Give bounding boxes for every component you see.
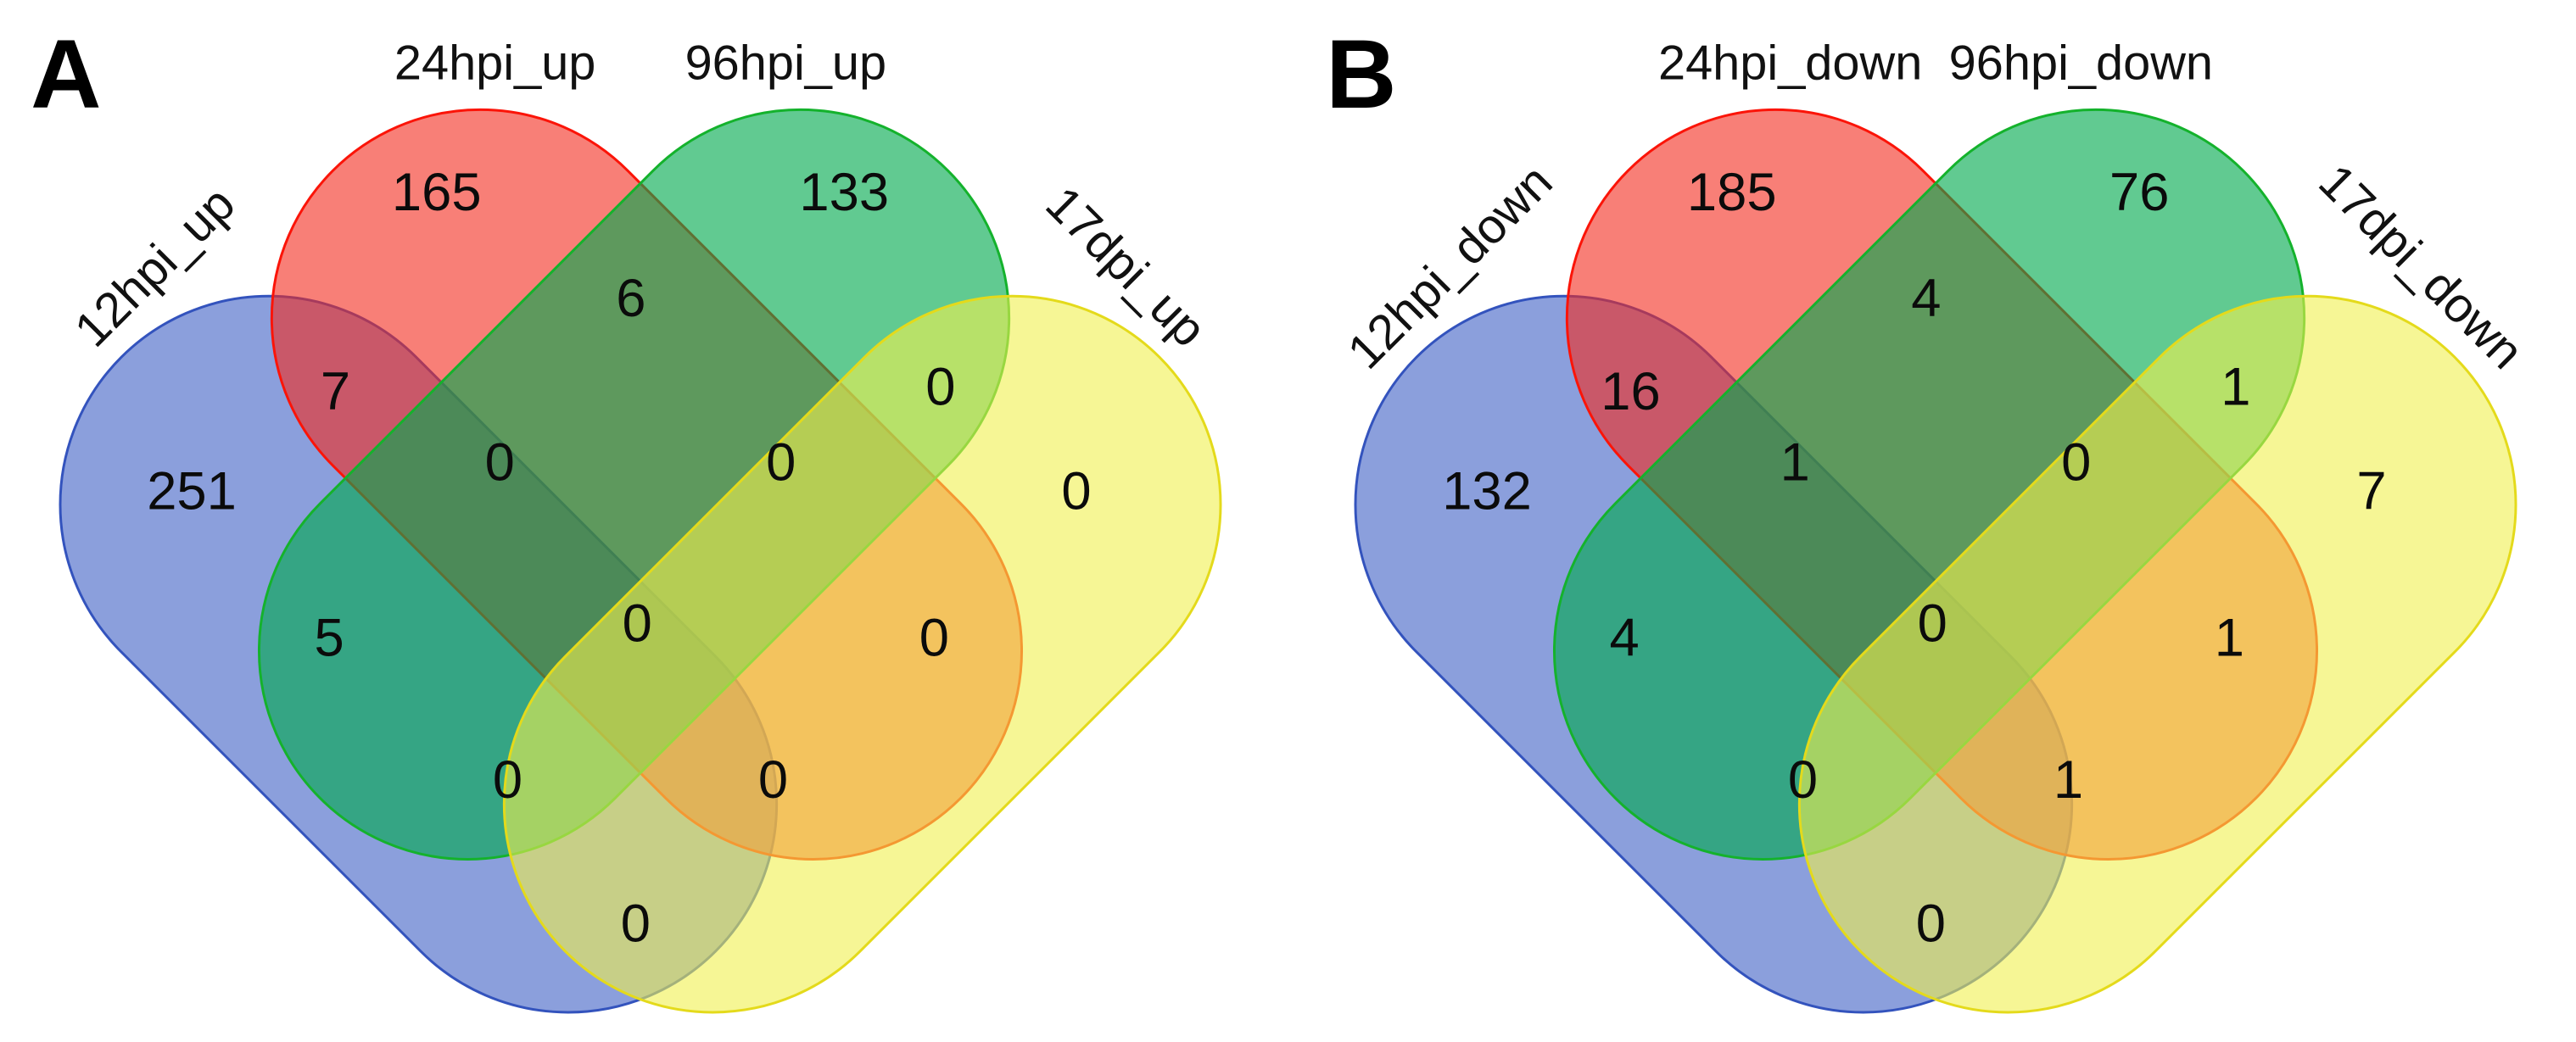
count-24-96-17: 0 [2061, 433, 2091, 493]
count-17dpi-only: 0 [1061, 461, 1091, 521]
panel-a: A 12hpi_up 24hpi_up 96hpi_up 17dpi_up 25… [8, 7, 1272, 1041]
count-12hpi-only: 132 [1442, 461, 1532, 521]
count-12-24-96: 1 [1780, 433, 1810, 493]
panel-letter: B [1326, 20, 1396, 129]
count-12-96: 5 [314, 608, 344, 667]
count-12-24: 7 [321, 362, 350, 421]
count-12-96-17: 0 [493, 750, 522, 810]
count-12-24-17: 0 [758, 750, 788, 810]
count-12-96-17: 0 [1788, 750, 1818, 810]
venn-shape-17dpi-up [502, 294, 1222, 1014]
set-label-96hpi-down: 96hpi_down [1949, 36, 2213, 91]
count-17dpi-only: 7 [2356, 461, 2386, 521]
panel-b: B 12hpi_down 24hpi_down 96hpi_down 17dpi… [1304, 7, 2568, 1041]
count-all-four: 0 [1918, 594, 1947, 654]
set-label-96hpi-up: 96hpi_up [685, 36, 887, 91]
count-24-17: 0 [919, 608, 949, 667]
count-12-24-17: 1 [2054, 750, 2083, 810]
panel-letter: A [31, 20, 101, 129]
venn-shape-17dpi-down [1797, 294, 2517, 1014]
count-24-96: 6 [616, 269, 645, 328]
count-24hpi-only: 185 [1687, 163, 1777, 222]
count-12-24-96: 0 [485, 433, 515, 493]
count-96-17: 0 [925, 357, 955, 416]
count-12-24: 16 [1601, 362, 1660, 421]
count-24-96-17: 0 [766, 433, 796, 493]
count-24hpi-only: 165 [392, 163, 482, 222]
count-24-17: 1 [2215, 608, 2244, 667]
count-24-96: 4 [1911, 269, 1941, 328]
count-all-four: 0 [623, 594, 652, 654]
count-12-17: 0 [621, 894, 651, 954]
count-12-17: 0 [1916, 894, 1946, 954]
count-12hpi-only: 251 [147, 461, 237, 521]
set-label-24hpi-down: 24hpi_down [1658, 36, 1922, 91]
count-96hpi-only: 133 [799, 163, 889, 222]
venn-diagram-b: B 12hpi_down 24hpi_down 96hpi_down 17dpi… [1326, 20, 2534, 1014]
set-label-24hpi-up: 24hpi_up [394, 36, 596, 91]
venn-diagram-a: A 12hpi_up 24hpi_up 96hpi_up 17dpi_up 25… [31, 20, 1222, 1014]
count-12-96: 4 [1609, 608, 1639, 667]
count-96-17: 1 [2221, 357, 2250, 416]
count-96hpi-only: 76 [2109, 163, 2169, 222]
